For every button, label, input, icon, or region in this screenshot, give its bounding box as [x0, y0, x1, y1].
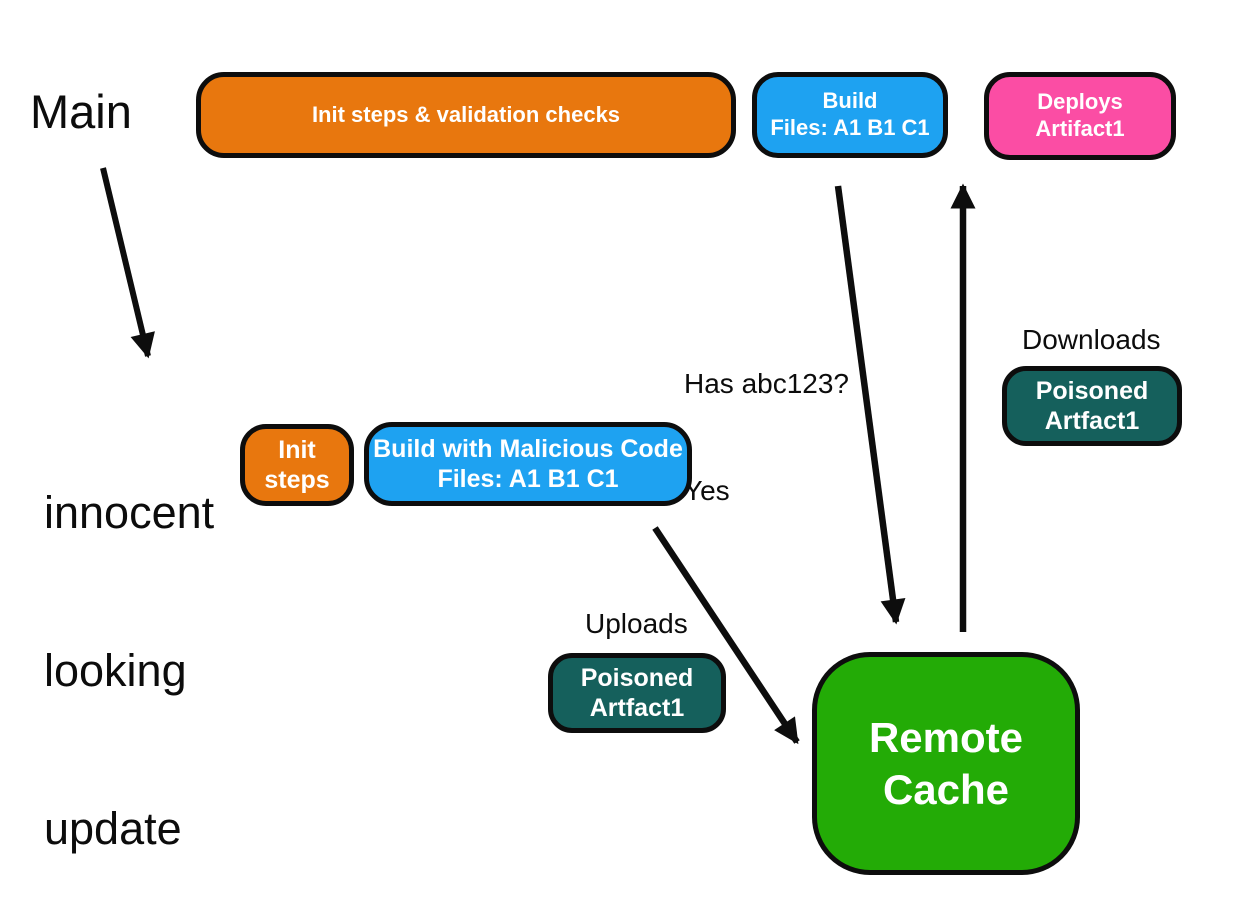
label-has-abc123-answer: Yes: [684, 475, 730, 507]
node-poisoned-downloads-line1: Poisoned: [1035, 376, 1149, 405]
node-poisoned-artifact-downloaded: Poisoned Artfact1: [1002, 366, 1182, 446]
node-init-validation-label: Init steps & validation checks: [311, 101, 621, 127]
node-init-steps-label: Init steps: [264, 435, 330, 495]
node-poisoned-uploads-line2: Artfact1: [589, 694, 685, 722]
label-downloads: Downloads: [1022, 324, 1161, 355]
label-has-abc123-question: Has abc123?: [684, 367, 850, 399]
arrow-main-to-innocent-update: [100, 167, 155, 359]
label-innocent-line1: innocent: [44, 487, 215, 539]
node-init-steps: Init steps: [240, 424, 354, 506]
node-poisoned-uploads-line1: Poisoned: [580, 663, 694, 692]
node-poisoned-downloads-line2: Artfact1: [1044, 407, 1140, 435]
node-deploys-line1: Deploys: [1037, 89, 1123, 115]
node-deploys-line2: Artifact1: [1035, 116, 1125, 141]
node-deploys-artifact1: Deploys Artifact1: [984, 72, 1176, 160]
node-poisoned-artifact-uploaded: Poisoned Artfact1: [548, 653, 726, 733]
node-remote-cache: Remote Cache: [812, 652, 1080, 875]
node-build-malicious-line2: Files: A1 B1 C1: [437, 465, 619, 493]
node-build-line2: Files: A1 B1 C1: [770, 115, 930, 140]
label-innocent-line3: update: [44, 803, 182, 855]
label-has-abc123: Has abc123? Yes: [684, 294, 849, 581]
label-main-branch: Main: [30, 85, 132, 138]
node-init-validation-checks: Init steps & validation checks: [196, 72, 736, 158]
label-uploads: Uploads: [585, 608, 688, 639]
node-build-malicious-line1: Build with Malicious Code: [373, 434, 683, 463]
node-remote-cache-label: Remote Cache: [868, 714, 1024, 813]
node-build-with-malicious-code: Build with Malicious Code Files: A1 B1 C…: [364, 422, 692, 506]
node-build-line1: Build: [822, 88, 878, 114]
label-innocent-line2: looking: [44, 645, 187, 697]
label-innocent-looking-update: innocent looking update: [44, 382, 214, 908]
node-build: Build Files: A1 B1 C1: [752, 72, 948, 158]
